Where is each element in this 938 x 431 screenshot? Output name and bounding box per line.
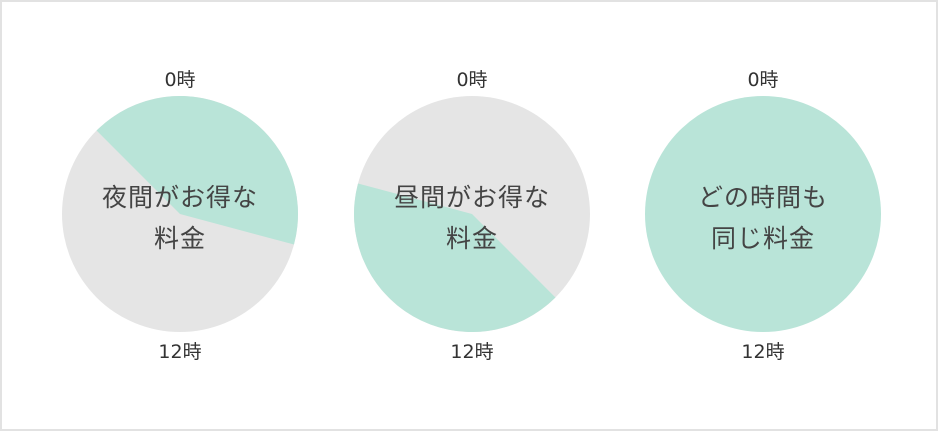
pie-cheap-segment [354,183,556,332]
pie-cheap-segment [96,96,298,245]
hour-label-12: 12時 [741,341,785,363]
caption-line-2: 料金 [445,224,498,253]
hour-label-12: 12時 [450,341,494,363]
hour-label-0: 0時 [164,69,196,91]
night-rate-pie [62,96,298,332]
caption-line-2: 同じ料金 [710,224,815,253]
hour-label-0: 0時 [456,69,488,91]
night-rate-panel: 0時 夜間がお得な 料金 12時 [60,2,300,429]
day-rate-pie [354,96,590,332]
pie-caption: 夜間がお得な 料金 [60,177,300,259]
day-rate-panel: 0時 昼間がお得な 料金 12時 [352,2,592,429]
hour-label-0: 0時 [747,69,779,91]
caption-line-1: どの時間も [697,183,828,212]
flat-rate-pie [645,96,881,332]
pie-flat-segment [645,96,881,332]
hour-label-12: 12時 [158,341,202,363]
caption-line-2: 料金 [153,224,206,253]
caption-line-1: 夜間がお得な [101,183,258,212]
caption-line-1: 昼間がお得な [393,183,550,212]
pie-caption: 昼間がお得な 料金 [352,177,592,259]
flat-rate-panel: 0時 どの時間も 同じ料金 12時 [643,2,883,429]
pie-caption: どの時間も 同じ料金 [643,177,883,259]
